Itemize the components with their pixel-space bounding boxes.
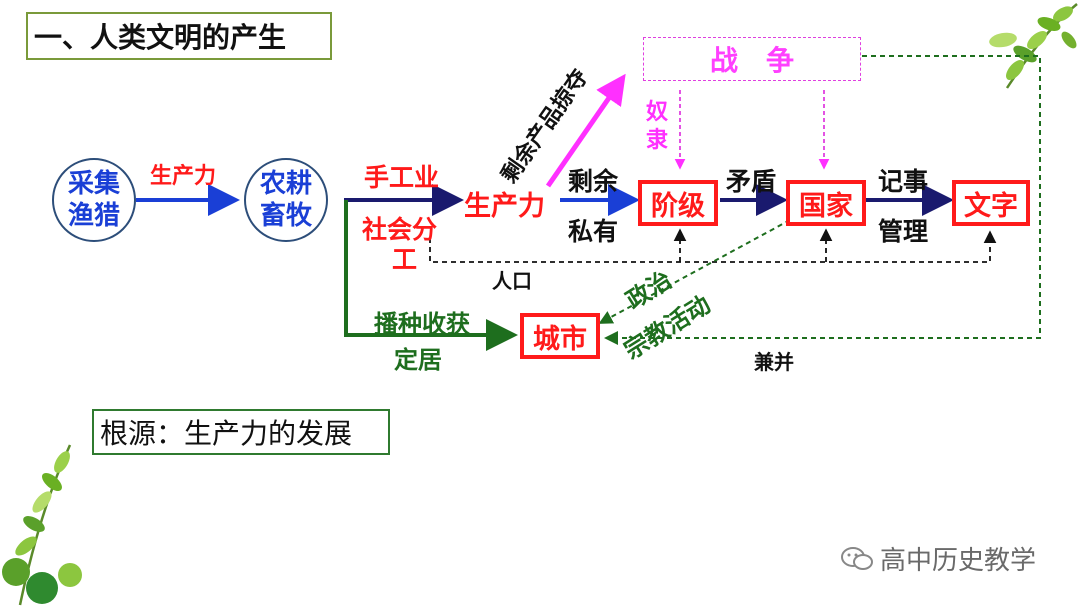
wechat-icon bbox=[841, 546, 873, 570]
label-population: 人口 bbox=[492, 269, 532, 293]
node-farming-herding: 农耕 畜牧 bbox=[244, 158, 328, 242]
label-private: 私有 bbox=[568, 217, 619, 246]
node-state: 国家 bbox=[786, 180, 866, 226]
label-surplus: 剩余 bbox=[568, 167, 619, 196]
node-city: 城市 bbox=[520, 313, 600, 359]
label-record: 记事 bbox=[878, 167, 929, 196]
label-productivity-red: 生产力 bbox=[464, 191, 545, 222]
label-slave-2: 隶 bbox=[646, 128, 669, 153]
arrow-farming-city bbox=[344, 200, 518, 351]
watermark-text: 高中历史教学 bbox=[880, 546, 1037, 576]
label-contradiction: 矛盾 bbox=[726, 167, 777, 196]
label-handicraft: 手工业 bbox=[364, 163, 440, 192]
node-gather-fishing: 采集 渔猎 bbox=[52, 158, 136, 242]
label-settle-1: 播种收获 bbox=[374, 310, 470, 338]
node-gather-label-2: 渔猎 bbox=[67, 201, 120, 231]
label-settle-2: 定居 bbox=[394, 346, 442, 374]
leaf-decoration-bottom-left bbox=[2, 444, 82, 606]
node-war: 战争 bbox=[643, 37, 861, 81]
label-social-division-1: 社会分 bbox=[362, 215, 438, 244]
label-slave-1: 奴 bbox=[646, 100, 669, 125]
arrow-war-annex-city bbox=[604, 55, 1041, 345]
arrow-plunder-war bbox=[545, 73, 626, 188]
node-writing: 文字 bbox=[952, 180, 1030, 226]
leaf-decoration-top-right bbox=[989, 3, 1078, 89]
node-class: 阶级 bbox=[638, 180, 718, 226]
root-cause-box: 根源：生产力的发展 bbox=[92, 409, 390, 455]
page-title: 一、人类文明的产生 bbox=[26, 12, 332, 60]
label-productivity-top: 生产力 bbox=[150, 164, 217, 189]
node-farming-label-2: 畜牧 bbox=[259, 201, 312, 231]
node-farming-label-1: 农耕 bbox=[259, 169, 312, 199]
watermark: 高中历史教学 bbox=[840, 540, 1036, 577]
node-gather-label-1: 采集 bbox=[67, 169, 120, 199]
label-annex: 兼并 bbox=[754, 350, 794, 374]
label-social-division-2: 工 bbox=[392, 245, 418, 274]
label-manage: 管理 bbox=[878, 217, 929, 246]
arrow-population-writing bbox=[429, 230, 997, 263]
